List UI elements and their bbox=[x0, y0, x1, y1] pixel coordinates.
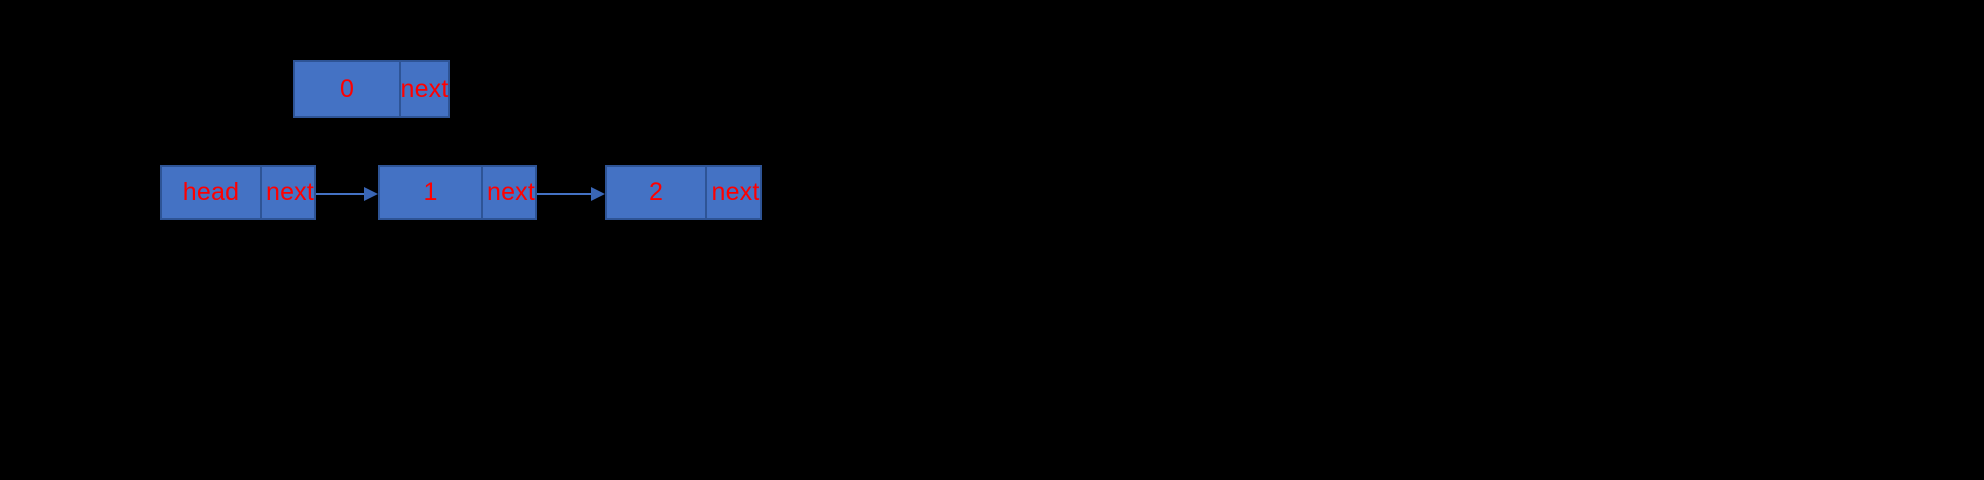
node-one[interactable]: 1 next bbox=[378, 165, 537, 220]
node-head[interactable]: head next bbox=[160, 165, 316, 220]
arrow-shaft bbox=[316, 193, 366, 195]
node-detached-zero[interactable]: 0 next bbox=[293, 60, 450, 118]
arrow-shaft bbox=[537, 193, 593, 195]
node-next-cell: next bbox=[705, 167, 764, 218]
arrow-head-icon bbox=[364, 187, 378, 201]
node-value-cell: head bbox=[182, 178, 240, 206]
node-value-cell: 1 bbox=[423, 178, 438, 206]
node-next-cell: next bbox=[260, 167, 318, 218]
node-next-cell: next bbox=[399, 62, 448, 116]
node-value-cell: 2 bbox=[648, 178, 664, 206]
arrow-head-icon bbox=[591, 187, 605, 201]
node-value-cell: 0 bbox=[339, 74, 355, 103]
node-two[interactable]: 2 next bbox=[605, 165, 762, 220]
node-next-cell: next bbox=[481, 167, 539, 218]
